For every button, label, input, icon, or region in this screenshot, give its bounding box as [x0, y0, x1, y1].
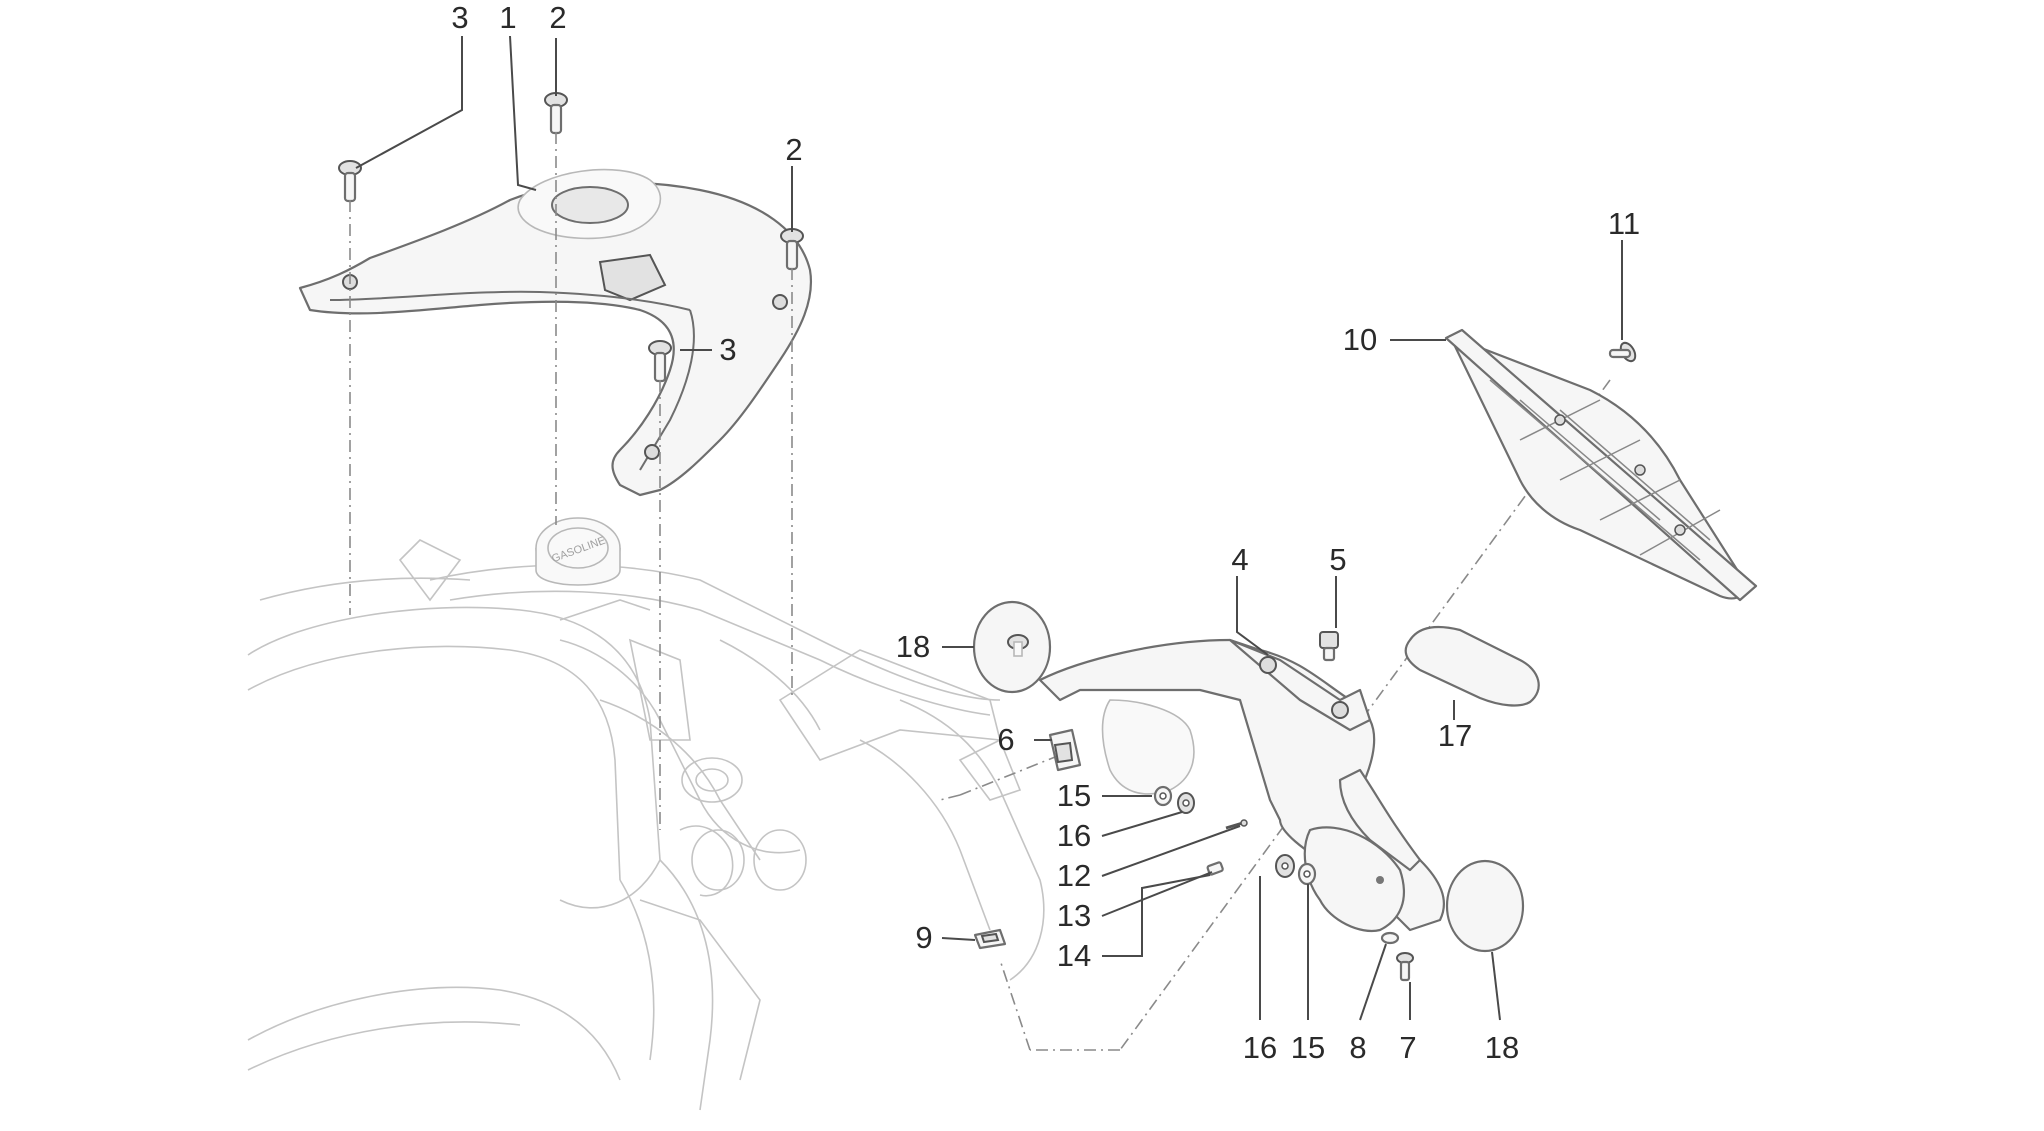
callout-6: 6 — [997, 722, 1014, 757]
clip-9 — [973, 928, 1007, 950]
screw-2a — [544, 92, 568, 135]
callout-4: 4 — [1231, 542, 1248, 577]
callout-3: 3 — [451, 0, 468, 35]
callout-labels: 3 1 2 2 3 11 10 4 5 18 17 6 15 16 12 13 … — [451, 0, 1640, 1065]
callout-9: 9 — [915, 920, 932, 955]
screw-3a — [338, 160, 362, 203]
callout-5: 5 — [1329, 542, 1346, 577]
clip-6 — [1048, 728, 1082, 772]
washer-16b — [1275, 854, 1295, 878]
leader-lines — [355, 35, 1623, 1021]
callout-18: 18 — [1485, 1030, 1519, 1065]
callout-7: 7 — [1399, 1030, 1416, 1065]
part-4-tail-bracket — [1038, 638, 1445, 933]
chassis-frame — [247, 539, 1045, 1111]
callout-16: 16 — [1057, 818, 1091, 853]
washer-15a — [1153, 785, 1173, 807]
callout-10: 10 — [1343, 322, 1377, 357]
callout-2: 2 — [549, 0, 566, 35]
callout-8: 8 — [1349, 1030, 1366, 1065]
washer-16a — [1177, 792, 1195, 814]
part-1-rear-cover — [298, 168, 812, 497]
part-18a-disc — [972, 600, 1052, 694]
part-18b-disc — [1445, 859, 1525, 953]
callout-12: 12 — [1057, 858, 1091, 893]
callout-2: 2 — [785, 132, 802, 167]
screw-11 — [1608, 341, 1637, 363]
screw-3b — [648, 340, 672, 383]
callout-1: 1 — [499, 0, 516, 35]
bolt-5 — [1319, 631, 1339, 662]
fuel-cap: GASOLINE — [535, 517, 621, 586]
callout-3: 3 — [719, 332, 736, 367]
part-17-reflector-strip — [1404, 625, 1540, 707]
callout-14: 14 — [1057, 938, 1091, 973]
callout-15: 15 — [1057, 778, 1091, 813]
callout-11: 11 — [1608, 206, 1640, 241]
callout-15: 15 — [1291, 1030, 1325, 1065]
callout-13: 13 — [1057, 898, 1091, 933]
screw-7 — [1396, 952, 1414, 982]
part-10-license-plate-bracket — [1444, 328, 1758, 602]
part-12-pin — [1225, 819, 1248, 830]
washer-8 — [1380, 931, 1400, 945]
callout-17: 17 — [1438, 718, 1472, 753]
callout-16: 16 — [1243, 1030, 1277, 1065]
callout-18: 18 — [896, 629, 930, 664]
washer-15b — [1297, 862, 1317, 886]
